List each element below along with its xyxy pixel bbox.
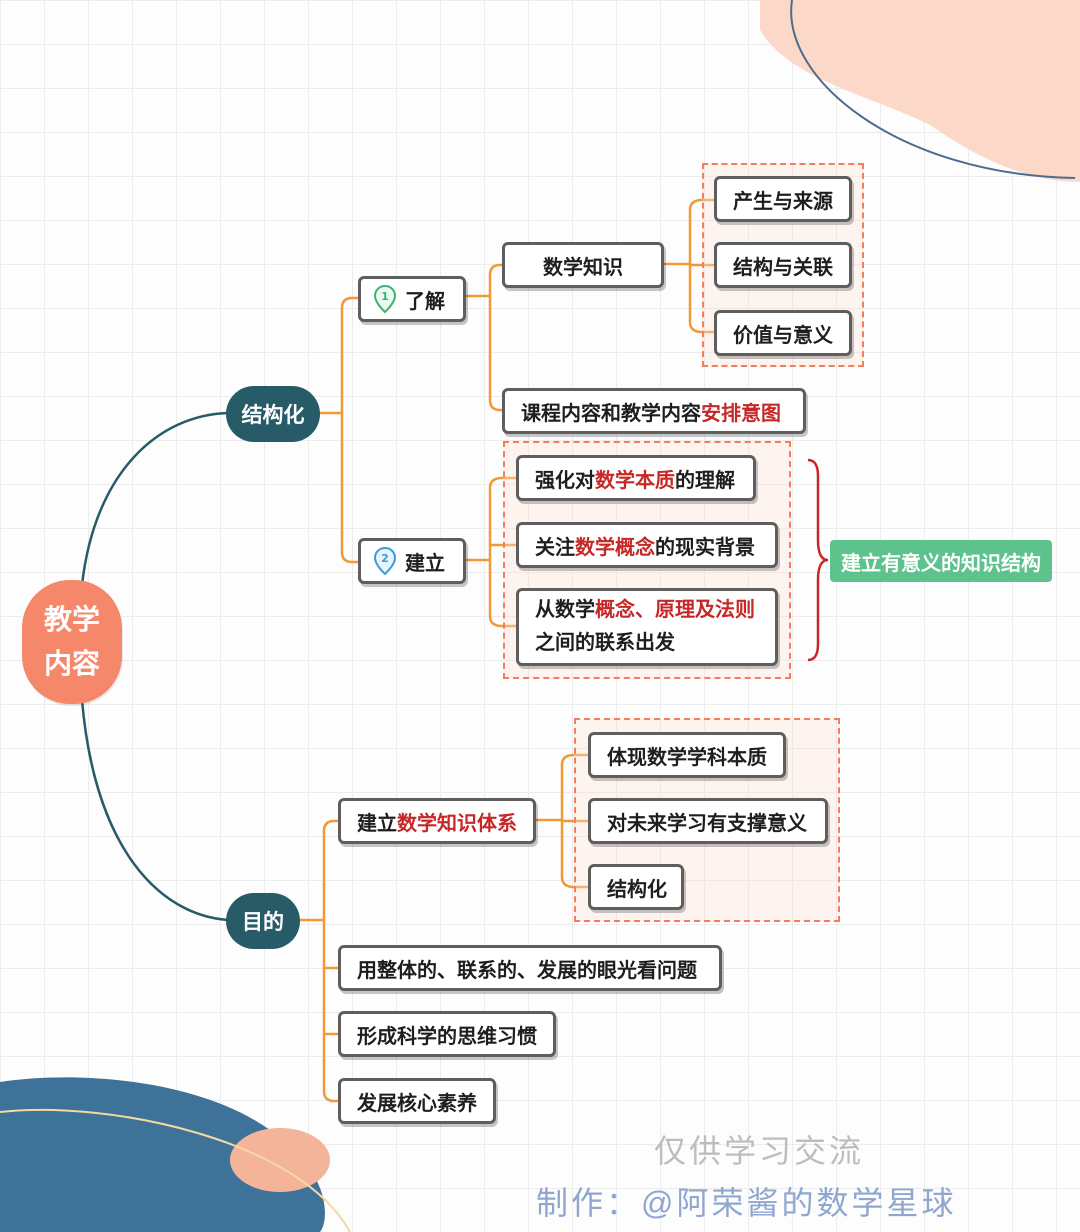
summary-brace [807,458,829,662]
text-highlight: 数学本质 [595,469,675,492]
marker-1-icon: 1 [373,284,397,314]
text-part: 建立 [357,812,397,835]
bottom-left-swoosh [0,1108,351,1232]
svg-text:2: 2 [381,552,389,565]
node-structure[interactable]: 结构化 [226,386,320,442]
node-future-learning-support[interactable]: 对未来学习有支撑意义 [588,798,828,844]
node-core-literacy[interactable]: 发展核心素养 [338,1078,496,1124]
summary-meaningful-structure[interactable]: 建立有意义的知识结构 [830,540,1052,582]
node-scientific-thinking-habit[interactable]: 形成科学的思维习惯 [338,1011,556,1057]
course-intent-prefix: 课程内容和教学内容 [521,402,701,425]
node-structure-and-relation[interactable]: 结构与关联 [714,242,852,288]
svg-text:1: 1 [381,290,389,303]
watermark-author: 制作：@阿荣酱的数学星球 [536,1185,957,1221]
node-value-and-meaning[interactable]: 价值与意义 [714,310,852,356]
node-course-arrangement-intent[interactable]: 课程内容和教学内容安排意图 [502,388,806,434]
node-understand-label: 了解 [405,290,445,313]
text-part: 的理解 [675,469,735,492]
text-part: 强化对 [535,469,595,492]
text-highlight: 概念、原理及法则 [595,599,755,621]
root-node-teaching-content[interactable]: 教学 内容 [22,580,122,704]
node-concept-background[interactable]: 关注数学概念的现实背景 [516,522,778,568]
node-origin-and-source[interactable]: 产生与来源 [714,176,852,222]
node-structuring[interactable]: 结构化 [588,864,684,910]
course-intent-highlight: 安排意图 [701,402,781,425]
node-build[interactable]: 2 建立 [358,538,466,584]
node-understand[interactable]: 1 了解 [358,276,466,322]
node-concept-principle-relation[interactable]: 从数学概念、原理及法则 之间的联系出发 [516,588,778,666]
bottom-left-blob [0,1077,325,1232]
root-to-structure-connector [80,411,229,586]
node-build-label: 建立 [405,552,445,575]
root-label-line2: 内容 [43,648,100,679]
text-part: 关注 [535,536,575,559]
root-to-purpose-connector [80,699,229,922]
node-purpose[interactable]: 目的 [226,893,300,949]
top-right-swoosh [790,0,1076,179]
text-highlight: 数学概念 [575,536,655,559]
top-right-blob [760,0,1080,182]
node-subject-essence[interactable]: 体现数学学科本质 [588,732,786,778]
text-line-1: 从数学概念、原理及法则 [535,594,755,627]
text-part: 从数学 [535,599,595,621]
node-math-knowledge[interactable]: 数学知识 [502,242,664,288]
text-line-2: 之间的联系出发 [535,632,675,654]
text-highlight: 数学知识体系 [397,812,517,835]
bottom-left-dot [230,1128,330,1192]
root-label-line1: 教学 [43,604,100,635]
watermark-study-only: 仅供学习交流 [654,1133,865,1169]
node-strengthen-essence[interactable]: 强化对数学本质的理解 [516,455,756,501]
node-build-knowledge-system[interactable]: 建立数学知识体系 [338,798,536,844]
node-holistic-view[interactable]: 用整体的、联系的、发展的眼光看问题 [338,945,722,991]
marker-2-icon: 2 [373,546,397,576]
text-part: 的现实背景 [655,536,755,559]
